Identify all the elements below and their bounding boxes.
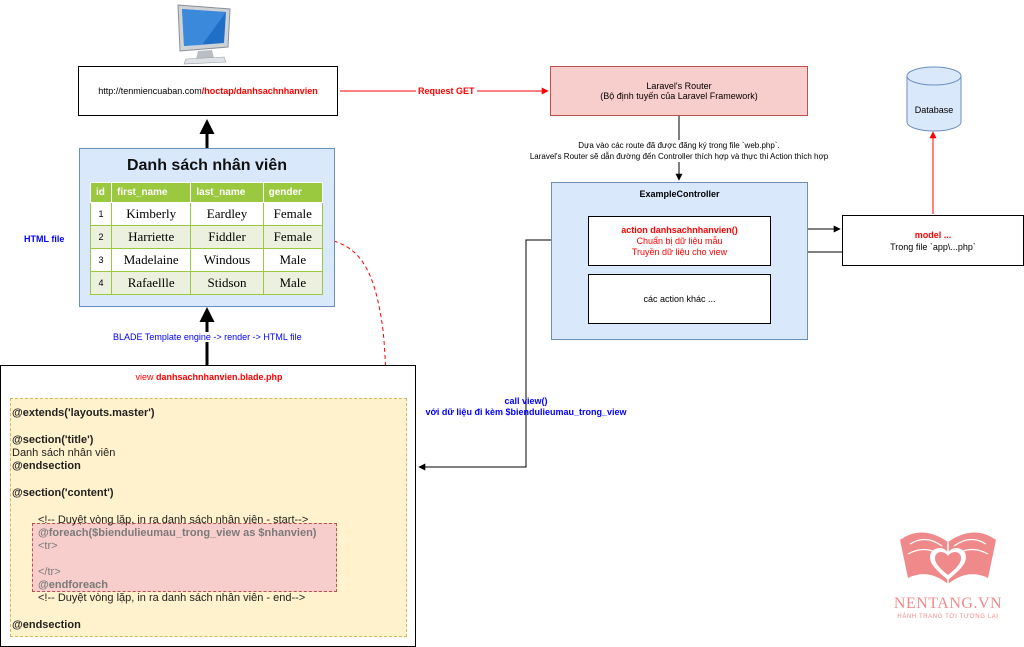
code-comment-start: <!-- Duyệt vòng lặp, in ra danh sách nhâ… — [38, 514, 309, 526]
url-path: /hoctap/danhsachnhanvien — [201, 86, 318, 96]
table-cell: 1 — [90, 202, 112, 226]
employee-list-panel: Danh sách nhân viên id first_name last_n… — [79, 148, 335, 307]
table-cell: Rafaellle — [110, 271, 192, 295]
foreach-highlight — [32, 523, 337, 592]
request-get-label: Request GET — [416, 86, 477, 96]
table-cell: 2 — [90, 225, 112, 249]
database-label: Database — [914, 105, 954, 115]
table-row: 3 Madelaine Windous Male — [90, 248, 324, 272]
view-file-prefix: view — [135, 372, 156, 382]
table-cell: Fiddler — [190, 225, 264, 249]
book-heart-logo-icon — [900, 532, 996, 584]
logo-slogan: HÀNH TRANG TỚI TƯƠNG LAI — [897, 614, 999, 620]
table-row: 2 Harriette Fiddler Female — [90, 225, 324, 249]
table-cell: Kimberly — [110, 202, 192, 226]
table-cell: Male — [262, 271, 324, 295]
blade-code-block — [10, 398, 407, 637]
table-cell: Stidson — [190, 271, 264, 295]
code-title-text: Danh sách nhân viên — [12, 447, 116, 459]
code-section-content: @section('content') — [12, 487, 114, 499]
action-line1: Chuẩn bị dữ liệu mẫu — [636, 235, 723, 246]
model-file: Trong file `app\...php` — [890, 241, 976, 252]
action-danhsachnhanvien-box: action danhsachnhanvien() Chuẩn bị dữ li… — [588, 216, 771, 266]
view-file-title: view danhsachnhanvien.blade.php — [1, 372, 417, 382]
call-view-label: call view() với dữ liệu đi kèm $bienduli… — [424, 396, 628, 418]
router-note: Dựa vào các route đã được đăng ký trong … — [486, 140, 872, 162]
model-box: model ... Trong file `app\...php` — [842, 215, 1024, 266]
column-header: gender — [262, 182, 324, 203]
code-endforeach: @endforeach — [38, 579, 109, 591]
call-view-line2: với dữ liệu đi kèm $biendulieumau_trong_… — [425, 407, 627, 417]
blade-render-label: BLADE Template engine -> render -> HTML … — [112, 332, 303, 342]
call-view-line1: call view() — [504, 396, 548, 406]
router-title: Laravel's Router — [646, 81, 712, 91]
table-row: 1 Kimberly Eardley Female — [90, 202, 324, 226]
employee-table-header: id first_name last_name gender — [90, 182, 324, 203]
column-header: id — [90, 182, 112, 203]
table-cell: 4 — [90, 271, 112, 295]
code-section-title: @section('title') — [12, 434, 94, 446]
table-cell: Male — [262, 248, 324, 272]
url-prefix: http://tenmiencuaban.com — [98, 86, 202, 96]
view-file-name: danhsachnhanvien.blade.php — [155, 372, 283, 382]
model-title: model ... — [914, 229, 952, 240]
other-actions-label: các action khác ... — [643, 294, 716, 304]
logo-name: NENTANG.VN — [893, 595, 1003, 612]
html-file-label: HTML file — [24, 234, 65, 244]
router-subtitle: (Bộ định tuyến của Laravel Framework) — [600, 91, 758, 101]
code-endsection-2: @endsection — [12, 619, 81, 631]
table-cell: Madelaine — [110, 248, 192, 272]
code-foreach: @foreach($biendulieumau_trong_view as $n… — [38, 527, 317, 539]
column-header: first_name — [110, 182, 192, 203]
monitor-icon — [177, 4, 231, 65]
url-bar[interactable]: http://tenmiencuaban.com/hoctap/danhsach… — [78, 66, 338, 116]
code-comment-end: <!-- Duyệt vòng lặp, in ra danh sách nhâ… — [38, 592, 306, 604]
database-icon — [906, 66, 962, 132]
table-cell: Female — [262, 225, 324, 249]
router-note-line2: Laravel's Router sẽ dẫn đường đến Contro… — [529, 152, 829, 161]
table-cell: Eardley — [190, 202, 264, 226]
table-row: 4 Rafaellle Stidson Male — [90, 271, 324, 295]
code-extends: @extends('layouts.master') — [12, 407, 155, 419]
column-header: last_name — [190, 182, 264, 203]
employee-list-title: Danh sách nhân viên — [126, 157, 288, 174]
action-title: action danhsachnhanvien() — [621, 224, 738, 235]
controller-title: ExampleController — [639, 189, 720, 199]
table-cell: Harriette — [110, 225, 192, 249]
table-cell: 3 — [90, 248, 112, 272]
table-cell: Windous — [190, 248, 264, 272]
code-tr-open: <tr> — [38, 540, 58, 552]
other-actions-box: các action khác ... — [588, 274, 771, 324]
code-tr-close: </tr> — [38, 566, 61, 578]
table-cell: Female — [262, 202, 324, 226]
router-box: Laravel's Router (Bộ định tuyến của Lara… — [550, 66, 808, 116]
blade-view-box: view danhsachnhanvien.blade.php @extends… — [0, 365, 416, 647]
code-endsection-1: @endsection — [12, 460, 81, 472]
employee-table: id first_name last_name gender 1 Kimberl… — [90, 182, 324, 295]
router-note-line1: Dựa vào các route đã được đăng ký trong … — [578, 141, 780, 150]
action-line2: Truyền dữ liệu cho view — [631, 246, 728, 257]
